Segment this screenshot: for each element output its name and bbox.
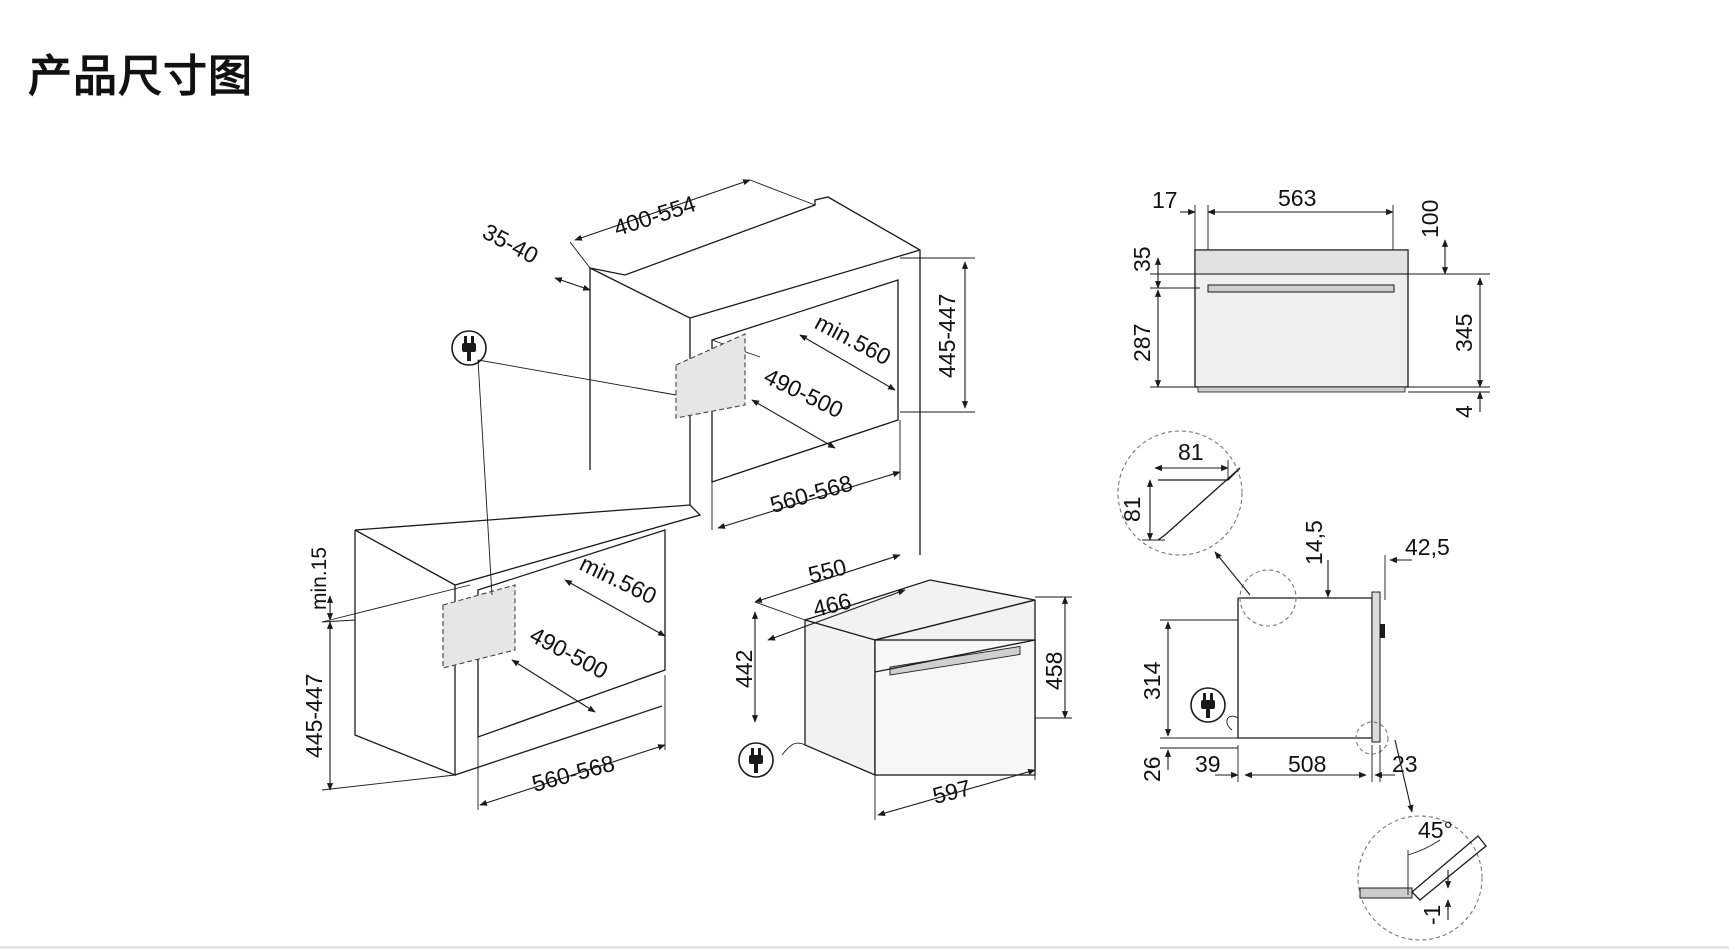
dim-23: 23 (1392, 751, 1418, 777)
dim-597: 597 (930, 774, 974, 809)
dim-550: 550 (806, 553, 850, 588)
dim-490-500-upper: 490-500 (760, 363, 847, 423)
dim-442: 442 (731, 650, 757, 688)
dim-42-5: 42,5 (1405, 534, 1450, 560)
dim-14-5: 14,5 (1301, 520, 1327, 565)
dim-314: 314 (1139, 661, 1165, 700)
dim-35-40: 35-40 (478, 218, 542, 269)
plug-icon (738, 742, 774, 778)
dim-45-degree: 45° (1418, 817, 1453, 843)
dim-100: 100 (1417, 200, 1443, 238)
dim-458: 458 (1041, 652, 1067, 690)
dim-17: 17 (1152, 187, 1178, 213)
dim-563: 563 (1278, 185, 1316, 211)
dim-560-568-upper: 560-568 (767, 470, 855, 518)
tall-cabinet-drawing: 400-554 35-40 445-447 min.560 490-500 56… (478, 179, 975, 555)
dim-4: 4 (1451, 405, 1477, 418)
low-cabinet-drawing: min.15 445-447 min.560 490-500 560-568 (301, 504, 702, 810)
dim-81-horizontal: 81 (1178, 439, 1204, 465)
dim-min560-upper: min.560 (811, 309, 895, 370)
plug-icon (1190, 687, 1226, 723)
dim-35: 35 (1129, 246, 1155, 272)
dim-min560-lower: min.560 (576, 550, 661, 609)
dim-445-447-lower: 445-447 (301, 674, 327, 758)
dim-560-568-lower: 560-568 (529, 750, 617, 797)
dim-minus-1: -1 (1419, 905, 1445, 925)
dim-26: 26 (1139, 756, 1165, 782)
page-title: 产品尺寸图 (28, 51, 253, 102)
side-view-drawing: 14,5 42,5 314 26 39 508 23 (1139, 520, 1450, 782)
bottom-divider (0, 946, 1729, 949)
dim-81-vertical: 81 (1119, 496, 1145, 522)
dim-287: 287 (1129, 324, 1155, 362)
corner-detail-drawing: 81 81 (1117, 430, 1251, 596)
dim-min15: min.15 (308, 547, 331, 610)
front-view-drawing: 17 563 100 35 287 345 4 (1129, 185, 1490, 418)
tilt-detail-drawing: 45° -1 (1357, 739, 1487, 941)
dim-39: 39 (1195, 751, 1221, 777)
dim-490-500-lower: 490-500 (526, 621, 613, 684)
plug-icon (451, 330, 487, 366)
dim-345: 345 (1451, 314, 1477, 352)
socket-zone-lower (442, 584, 516, 669)
dim-445-447-upper: 445-447 (934, 294, 960, 378)
dim-400-554: 400-554 (611, 190, 700, 241)
oven-isometric-drawing: 550 466 442 458 597 (731, 553, 1072, 820)
socket-zone-upper (675, 333, 746, 419)
dim-508: 508 (1288, 751, 1326, 777)
